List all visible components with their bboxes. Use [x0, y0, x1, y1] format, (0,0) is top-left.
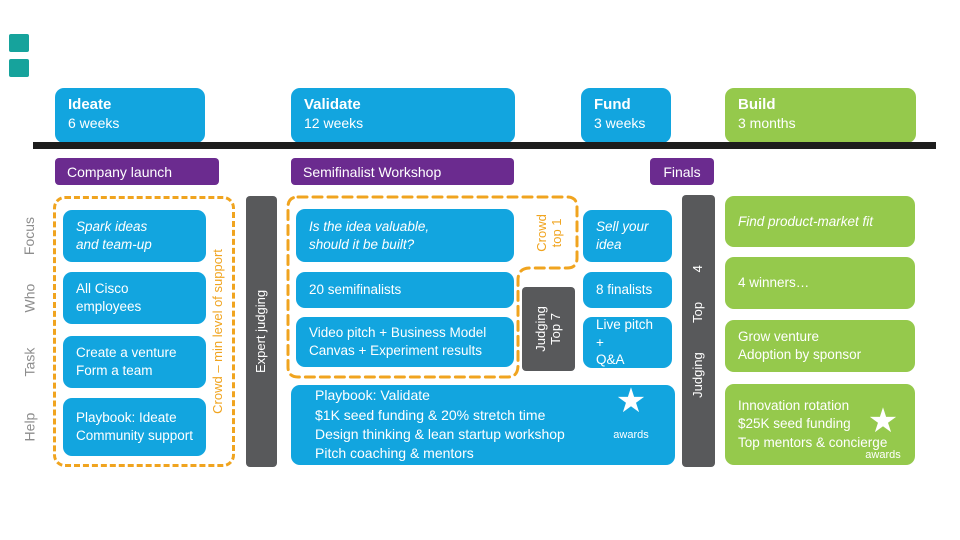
row-label-focus: Focus — [20, 216, 37, 256]
row-label-task: Task — [20, 347, 37, 377]
fund-who-box: 8 finalists — [583, 272, 672, 308]
phase-ideate-title: Ideate — [68, 96, 112, 113]
validate-task-box: Video pitch + Business Model Canvas + Ex… — [296, 317, 514, 367]
build-task-box: Grow venture Adoption by sponsor — [725, 320, 915, 372]
crowd-top1-note: Crowd top 1 — [534, 214, 564, 252]
award-star-icon: ★ — [867, 401, 899, 440]
row-label-who: Who — [20, 283, 37, 313]
phase-build-duration: 3 months — [738, 115, 796, 131]
phase-fund-duration: 3 weeks — [594, 115, 646, 131]
ideate-focus-box: Spark ideas and team-up — [63, 210, 206, 262]
build-help-box: Innovation rotation $25K seed funding To… — [725, 384, 915, 465]
ideate-who-box: All Cisco employees — [63, 272, 206, 324]
award-label: awards — [613, 429, 649, 442]
validate-focus-box: Is the idea valuable, should it be built… — [296, 209, 514, 262]
fund-focus-box: Sell your idea — [583, 210, 672, 262]
build-awards: ★ awards — [853, 388, 913, 480]
validate-help-box: Playbook: Validate $1K seed funding & 20… — [291, 384, 675, 465]
ideate-help-box: Playbook: Ideate Community support — [63, 398, 206, 456]
validate-dashed-group — [286, 195, 579, 379]
phase-ideate: Ideate 6 weeks — [55, 88, 205, 143]
build-focus-box: Find product-market fit — [725, 196, 915, 247]
fund-task-box: Live pitch + Q&A — [583, 317, 672, 368]
decor-square-bottom — [9, 59, 29, 77]
ideate-task-box: Create a venture Form a team — [63, 336, 206, 388]
phase-validate-duration: 12 weeks — [304, 115, 364, 131]
award-label: awards — [865, 448, 901, 461]
judging-top4-bar: Judging Top 4 — [682, 195, 715, 467]
phase-validate: Validate 12 weeks — [291, 88, 515, 143]
validate-awards: ★ awards — [601, 368, 661, 460]
phase-build: Build 3 months — [725, 88, 916, 143]
build-who-box: 4 winners… — [725, 257, 915, 309]
crowd-support-note: Crowd – min level of support — [209, 249, 225, 414]
phase-ideate-duration: 6 weeks — [68, 115, 120, 131]
decor-square-top — [9, 34, 29, 52]
award-star-icon: ★ — [615, 382, 647, 421]
milestone-semifinalist-workshop-label: Semifinalist Workshop — [303, 163, 442, 180]
milestone-finals: Finals — [650, 158, 714, 185]
validate-who-box: 20 semifinalists — [296, 272, 514, 308]
row-label-help: Help — [20, 412, 37, 442]
phase-fund: Fund 3 weeks — [581, 88, 671, 143]
milestone-company-launch-label: Company launch — [67, 163, 173, 180]
milestone-semifinalist-workshop: Semifinalist Workshop — [291, 158, 514, 185]
expert-judging-bar: Expert judging — [246, 196, 277, 467]
phase-fund-title: Fund — [594, 96, 631, 113]
crowd-support-group — [53, 196, 235, 467]
milestone-finals-label: Finals — [663, 163, 701, 180]
timeline-bar — [33, 142, 936, 149]
phase-build-title: Build — [738, 96, 776, 113]
judging-top7-bar: Judging Top 7 — [522, 287, 575, 371]
milestone-company-launch: Company launch — [55, 158, 219, 185]
phase-validate-title: Validate — [304, 96, 361, 113]
